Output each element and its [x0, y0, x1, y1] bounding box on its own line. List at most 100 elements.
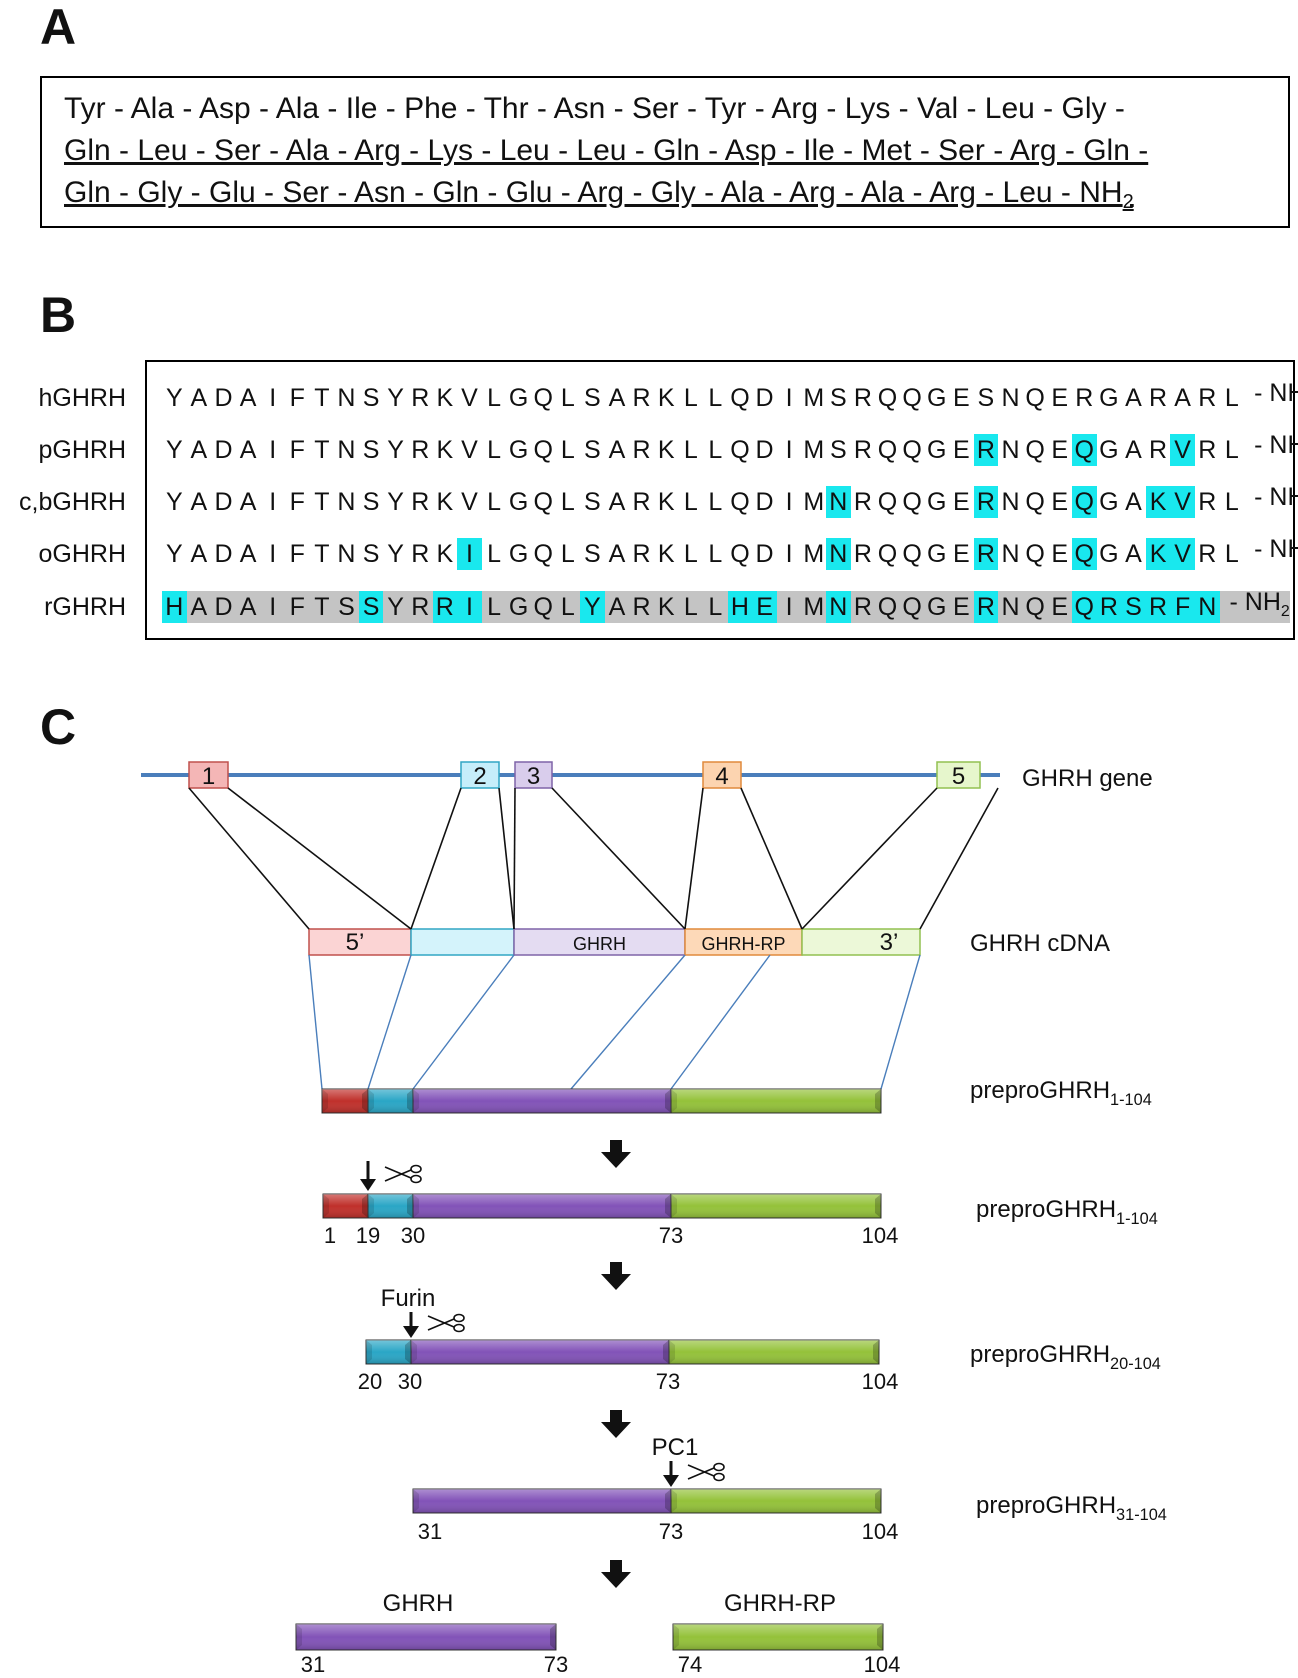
residue: T: [314, 436, 330, 464]
ghrh-rp-bar-bevel: [671, 1489, 677, 1513]
residue: G: [926, 384, 947, 412]
residue-number: 20: [358, 1369, 382, 1394]
residue: Q: [902, 540, 922, 568]
residue: D: [214, 436, 233, 464]
residue-number: 19: [356, 1223, 380, 1248]
residue: Q: [1025, 593, 1045, 621]
enzyme-label-pc1: PC1: [652, 1434, 699, 1461]
residue: Q: [877, 593, 898, 621]
scissors-blade: [427, 1315, 455, 1328]
cryptic-peptide-bar-shade: [368, 1089, 413, 1113]
residue: G: [926, 488, 947, 516]
process-arrow-shaft: [610, 1140, 622, 1152]
cleavage-arrowhead: [360, 1179, 376, 1191]
residue: A: [608, 384, 626, 412]
exon-connector: [188, 787, 310, 930]
residue: Q: [533, 593, 553, 621]
residue: R: [853, 540, 872, 568]
residue: S: [362, 540, 380, 568]
residue: R: [1198, 540, 1217, 568]
panel-c-label: C: [40, 699, 77, 755]
signal-peptide-bar-bevel: [362, 1089, 368, 1113]
exon-connector: [410, 787, 462, 930]
residue: L: [683, 488, 698, 516]
sequence-line-2: Gln - Leu - Ser - Ala - Arg - Lys - Leu …: [64, 134, 1149, 167]
residue: Q: [877, 436, 898, 464]
residue: I: [785, 593, 793, 621]
cdna-segment: [684, 928, 803, 956]
residue: A: [239, 436, 257, 464]
enzyme-label-furin: Furin: [381, 1285, 436, 1312]
cdna-connector: [308, 954, 323, 1090]
ghrh-rp-bar-bevel: [671, 1089, 677, 1113]
residue: I: [785, 488, 793, 516]
amide-terminus: - NH2: [1254, 483, 1298, 511]
scissors-handle: [410, 1174, 422, 1184]
residue: Q: [533, 384, 553, 412]
cryptic-peptide-bar-shade: [366, 1340, 411, 1364]
residue: Q: [877, 488, 898, 516]
ghrh-rp-bar-shade: [671, 1194, 881, 1218]
residue-number: 74: [678, 1652, 702, 1677]
ghrh-bar-bevel: [411, 1340, 417, 1364]
residue-number: 31: [418, 1519, 442, 1544]
residue: L: [560, 540, 575, 568]
cryptic-peptide-bar-bevel: [407, 1089, 413, 1113]
residue: G: [926, 540, 947, 568]
residue: K: [436, 384, 454, 412]
residue-number: 30: [398, 1369, 422, 1394]
ghrh-rp-bar-bevel: [873, 1340, 879, 1364]
substituted-residue: N: [826, 591, 851, 623]
residue: L: [487, 488, 501, 516]
residue: L: [708, 384, 723, 412]
residue: L: [683, 593, 698, 621]
residue: A: [239, 384, 257, 412]
residue: R: [1149, 384, 1168, 412]
residue: Q: [1025, 540, 1045, 568]
substituted-residue: I: [457, 591, 482, 623]
ghrh-product-bar-bevel: [550, 1624, 556, 1650]
signal-peptide-bar-shade: [323, 1194, 368, 1218]
residue-number: 31: [301, 1652, 325, 1677]
residue: Q: [533, 488, 553, 516]
residue: N: [1001, 384, 1020, 412]
residue: M: [803, 436, 825, 464]
residue: R: [411, 488, 430, 516]
residue: S: [338, 593, 355, 621]
residue: Q: [1025, 436, 1045, 464]
residue: L: [708, 488, 723, 516]
scissors-handle: [453, 1323, 465, 1333]
cdna-connector: [570, 954, 686, 1090]
cleavage-arrowhead: [403, 1326, 419, 1338]
cdna-connector: [412, 954, 515, 1090]
substituted-residue: E: [752, 591, 777, 623]
scissors-icon: [384, 1164, 422, 1184]
residue: A: [239, 488, 257, 516]
process-arrow-shaft: [610, 1560, 622, 1572]
residue: N: [337, 540, 356, 568]
product-label-ghrh-rp: GHRH-RP: [724, 1590, 836, 1617]
residue: S: [977, 384, 995, 412]
species-label: hGHRH: [38, 384, 126, 412]
ghrh-bar-bevel: [665, 1194, 671, 1218]
residue: R: [632, 540, 651, 568]
residue: V: [461, 436, 478, 464]
residue: S: [362, 436, 380, 464]
residue: I: [269, 488, 277, 516]
residue: E: [1051, 384, 1069, 412]
exon-connector: [513, 787, 516, 930]
residue: R: [1149, 436, 1168, 464]
exon-number: 3: [527, 763, 540, 790]
residue: A: [190, 593, 208, 621]
substituted-residue: Q: [1071, 486, 1097, 518]
amide-terminus: - NH2: [1254, 379, 1298, 407]
residue: Q: [877, 384, 898, 412]
ghrh-rp-bar-bevel: [671, 1194, 677, 1218]
residue: A: [1174, 384, 1191, 412]
signal-peptide-bar-bevel: [362, 1194, 368, 1218]
ghrh-product-bar-shade: [296, 1624, 556, 1650]
